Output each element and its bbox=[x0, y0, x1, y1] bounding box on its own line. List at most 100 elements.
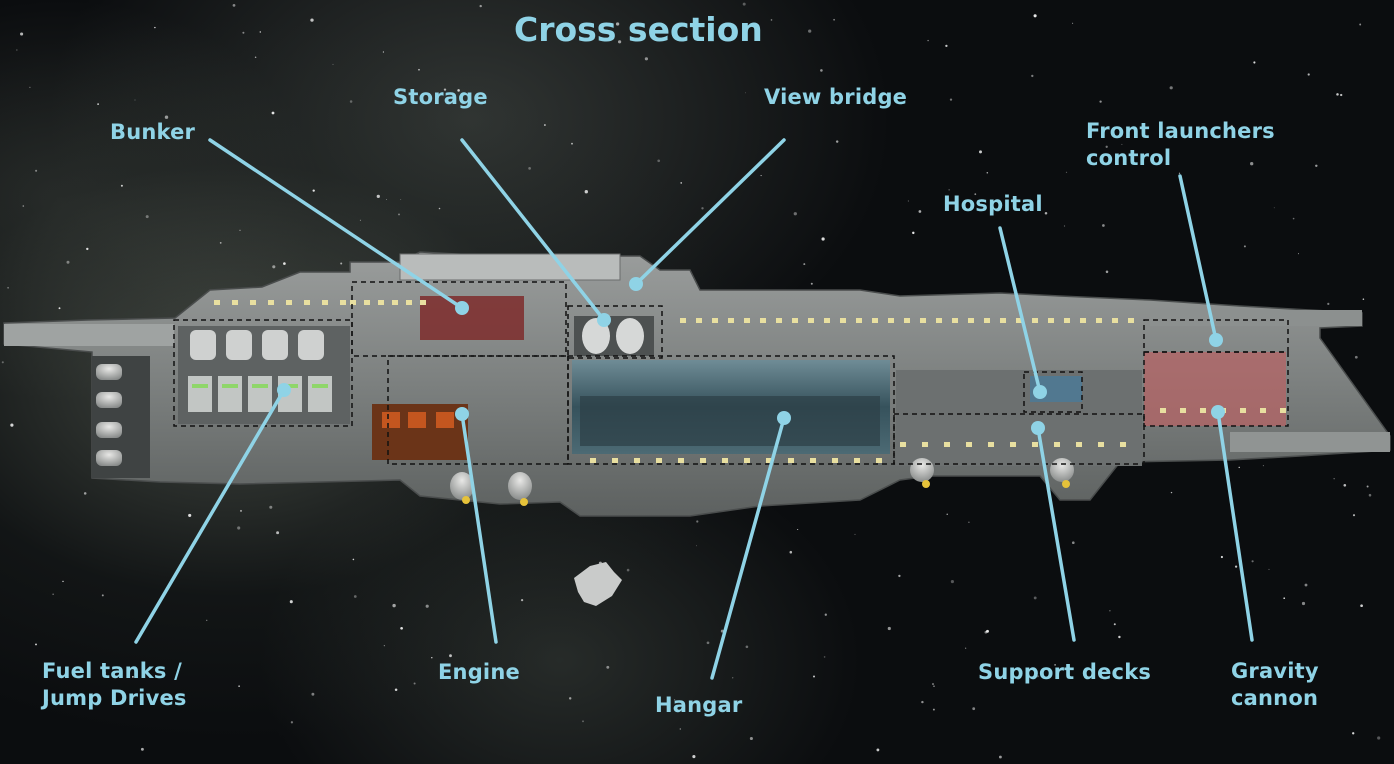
star bbox=[145, 215, 149, 219]
star bbox=[1250, 162, 1254, 166]
star bbox=[986, 172, 989, 174]
star bbox=[400, 626, 403, 630]
storage-containers bbox=[574, 316, 654, 356]
label-hospital: Hospital bbox=[943, 192, 1043, 216]
star bbox=[1359, 23, 1362, 26]
star bbox=[35, 169, 38, 172]
star bbox=[101, 594, 104, 597]
star bbox=[385, 198, 388, 201]
star bbox=[744, 92, 746, 94]
star bbox=[1031, 74, 1034, 78]
star bbox=[820, 69, 823, 72]
outline-hangar bbox=[567, 355, 895, 465]
star bbox=[272, 265, 276, 269]
hull-light bbox=[364, 300, 370, 305]
hull-light bbox=[832, 458, 838, 463]
hull-lights bbox=[214, 300, 1286, 463]
star bbox=[1033, 14, 1037, 18]
star bbox=[83, 492, 87, 495]
hull-light bbox=[590, 458, 596, 463]
star bbox=[692, 755, 696, 759]
star bbox=[271, 111, 275, 115]
star bbox=[732, 677, 734, 679]
star bbox=[1099, 100, 1102, 103]
star bbox=[232, 4, 236, 7]
leader-engine bbox=[460, 412, 498, 644]
leader-support-decks bbox=[1036, 426, 1076, 642]
label-front-launchers: Front launchers control bbox=[1086, 118, 1275, 172]
star bbox=[615, 22, 620, 26]
star bbox=[808, 29, 812, 33]
star bbox=[479, 4, 482, 8]
star bbox=[1220, 555, 1223, 559]
star bbox=[1253, 61, 1256, 64]
hull-light bbox=[856, 318, 862, 323]
star bbox=[797, 528, 799, 531]
hull-light bbox=[1112, 318, 1118, 323]
star bbox=[745, 645, 749, 649]
star bbox=[912, 231, 915, 235]
hull-light bbox=[1064, 318, 1070, 323]
label-bunker: Bunker bbox=[110, 120, 196, 144]
hull-light bbox=[922, 442, 928, 447]
star bbox=[66, 260, 70, 264]
hull-light bbox=[656, 458, 662, 463]
label-fuel-tanks-line2: Jump Drives bbox=[42, 686, 187, 710]
star bbox=[1362, 298, 1365, 300]
star bbox=[47, 699, 49, 701]
star bbox=[921, 700, 924, 704]
hull-light bbox=[406, 300, 412, 305]
leader-storage bbox=[460, 138, 606, 322]
star bbox=[259, 31, 262, 33]
star bbox=[679, 728, 681, 730]
hull-light bbox=[696, 318, 702, 323]
support-deck-area bbox=[896, 370, 1142, 466]
star bbox=[1044, 211, 1048, 215]
star bbox=[239, 509, 243, 512]
label-engine: Engine bbox=[438, 660, 520, 684]
bow-deck bbox=[1150, 310, 1362, 326]
star bbox=[1178, 172, 1181, 174]
star bbox=[283, 262, 286, 265]
star bbox=[1352, 732, 1355, 735]
star bbox=[394, 688, 398, 692]
hull-light bbox=[760, 318, 766, 323]
star bbox=[998, 755, 1002, 759]
star bbox=[972, 707, 976, 711]
hull-light bbox=[1160, 408, 1166, 413]
star bbox=[1065, 171, 1068, 173]
hull-light bbox=[392, 300, 398, 305]
hull-light bbox=[744, 318, 750, 323]
star bbox=[1268, 568, 1270, 570]
star bbox=[674, 699, 676, 701]
star bbox=[568, 697, 572, 700]
star bbox=[644, 57, 649, 61]
hull-light bbox=[808, 318, 814, 323]
hull-light bbox=[952, 318, 958, 323]
star bbox=[979, 150, 982, 154]
hull-light bbox=[1180, 408, 1186, 413]
star bbox=[824, 613, 827, 616]
star bbox=[340, 262, 343, 265]
star bbox=[1113, 623, 1116, 626]
star bbox=[696, 545, 698, 547]
star bbox=[965, 647, 967, 649]
star bbox=[418, 68, 420, 71]
star bbox=[742, 2, 746, 6]
leader-fuel-tanks bbox=[134, 388, 286, 644]
star bbox=[400, 198, 402, 200]
label-gravity-cannon: Gravity cannon bbox=[1231, 658, 1319, 712]
label-storage: Storage bbox=[393, 85, 488, 109]
hull-light bbox=[1128, 318, 1134, 323]
star bbox=[835, 140, 839, 143]
label-view-bridge: View bridge bbox=[764, 85, 908, 109]
hull-light bbox=[678, 458, 684, 463]
hull-light bbox=[900, 442, 906, 447]
star bbox=[1377, 736, 1381, 740]
star bbox=[35, 643, 37, 646]
label-front-launchers-line2: control bbox=[1086, 146, 1172, 170]
star bbox=[1352, 514, 1356, 517]
star bbox=[968, 521, 970, 523]
star bbox=[854, 533, 856, 535]
diagram-title: Cross section bbox=[514, 10, 763, 49]
